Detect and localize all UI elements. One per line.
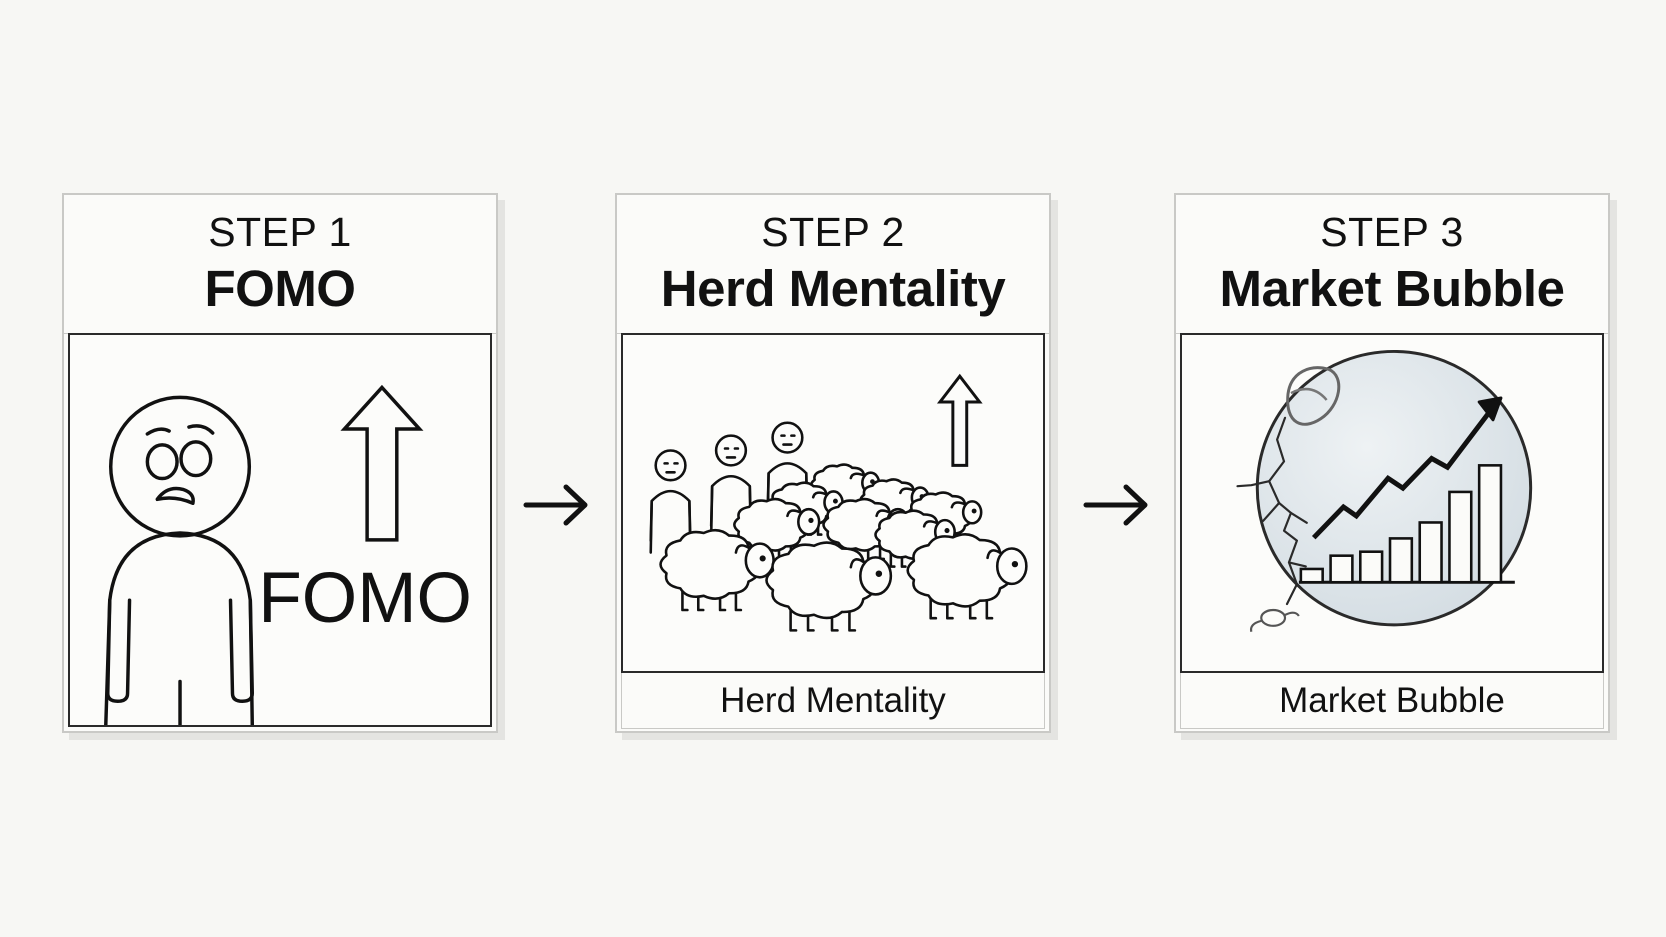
right-arm	[228, 598, 255, 703]
up-arrow-icon	[936, 373, 983, 467]
up-arrow-icon	[340, 384, 424, 542]
right-eyebrow	[187, 424, 215, 435]
person-head	[109, 395, 252, 538]
chart-bar	[1448, 490, 1473, 584]
left-eye	[145, 443, 179, 481]
step-2-illustration	[621, 333, 1045, 673]
step-1-panel: STEP 1 FOMO FOMO	[62, 193, 498, 733]
left-arm	[106, 598, 132, 703]
step-1-title: FOMO	[204, 260, 356, 317]
step-2-caption: Herd Mentality	[621, 673, 1045, 729]
trend-arrowhead-icon	[1477, 396, 1503, 422]
step-2-title: Herd Mentality	[660, 260, 1006, 317]
step-3-title: Market Bubble	[1219, 260, 1565, 317]
step-1-illustration: FOMO	[68, 333, 492, 727]
chart-bar	[1299, 567, 1324, 584]
popped-fragment	[1249, 608, 1300, 633]
step-3-header: STEP 3 Market Bubble	[1176, 195, 1608, 334]
chart-bar	[1388, 537, 1414, 584]
right-eye	[179, 440, 213, 478]
chart-bar	[1477, 464, 1503, 584]
herd-of-sheep-illustration	[649, 373, 1028, 632]
worried-person-illustration: FOMO	[104, 384, 472, 725]
step-2-header: STEP 2 Herd Mentality	[617, 195, 1049, 334]
step-2-label: STEP 2	[761, 209, 905, 255]
fomo-text: FOMO	[258, 558, 472, 638]
market-bubble-chart	[1236, 349, 1533, 633]
step-1-label: STEP 1	[208, 209, 352, 255]
step-3-label: STEP 3	[1320, 209, 1464, 255]
step-3-caption: Market Bubble	[1180, 673, 1604, 729]
chart-bar	[1359, 550, 1384, 584]
step-3-panel: STEP 3 Market Bubble	[1174, 193, 1610, 733]
fomo-text-block: FOMO	[258, 558, 472, 638]
right-arrow-icon	[1083, 484, 1148, 526]
bubble-highlight	[1286, 366, 1341, 426]
right-arrow-icon	[523, 484, 588, 526]
chart-bar	[1418, 521, 1443, 584]
worried-mouth	[155, 486, 195, 506]
step-2-panel: STEP 2 Herd Mentality Herd Mentality	[615, 193, 1051, 733]
chart-bar	[1329, 554, 1354, 584]
sheep	[906, 533, 1028, 620]
step-3-illustration	[1180, 333, 1604, 673]
trend-line	[1311, 408, 1494, 540]
left-eyebrow	[145, 427, 171, 436]
person-body	[104, 531, 255, 725]
step-1-header: STEP 1 FOMO	[64, 195, 496, 334]
bubble-crack	[1236, 416, 1308, 606]
sheep	[765, 541, 893, 632]
